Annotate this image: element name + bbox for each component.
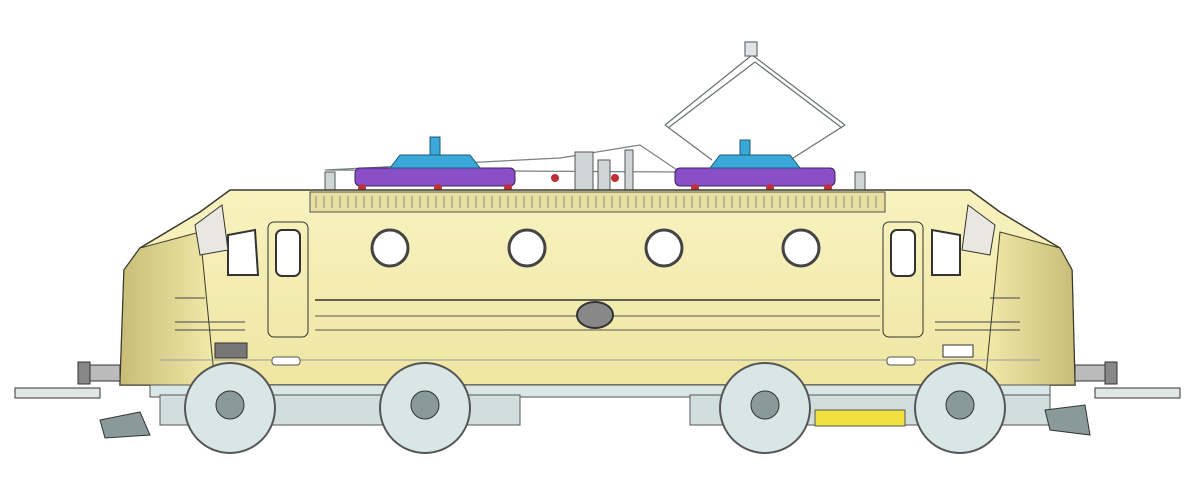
cab-window-right <box>931 228 961 276</box>
pantograph-base-left <box>354 167 516 187</box>
underframe <box>14 361 1181 454</box>
buffer-left <box>14 361 151 439</box>
portholes <box>370 228 821 268</box>
yellow-equipment <box>814 409 906 427</box>
cab-window-left <box>227 228 260 276</box>
porthole <box>644 228 684 268</box>
roof-equipment <box>324 136 866 193</box>
door-right <box>882 221 924 338</box>
center-emblem <box>576 301 614 329</box>
porthole <box>781 228 821 268</box>
roof-grille <box>309 191 886 213</box>
pantograph-head-right <box>708 154 802 169</box>
porthole <box>507 228 547 268</box>
locomotive-body <box>119 189 1076 386</box>
door-left <box>267 221 309 338</box>
pantograph-head-left <box>388 154 482 169</box>
pantograph-raised <box>664 41 846 161</box>
buffer-right <box>1044 361 1181 436</box>
porthole <box>370 228 410 268</box>
pantograph-base-right <box>674 167 836 187</box>
